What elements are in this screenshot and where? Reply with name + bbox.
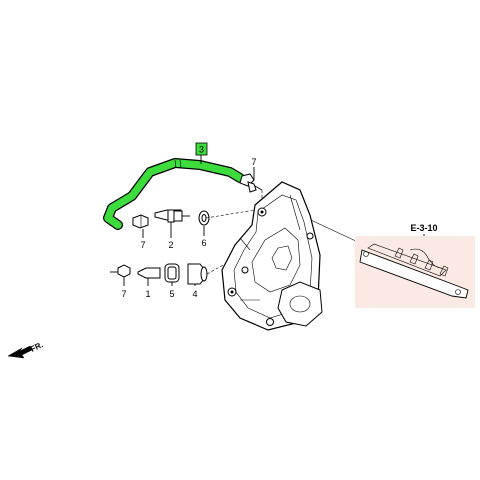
valve-part-1[interactable] [137, 267, 161, 286]
callout-1[interactable]: 1 [145, 289, 150, 299]
callout-7-top[interactable]: 7 [251, 157, 257, 180]
callout-5[interactable]: 5 [169, 289, 174, 299]
svg-text:7: 7 [140, 240, 145, 250]
fr-label: FR. [29, 340, 44, 354]
svg-text:6: 6 [201, 238, 206, 248]
callout-6[interactable]: 6 [201, 238, 206, 248]
svg-text:7: 7 [121, 289, 126, 299]
hose-part-3[interactable] [103, 158, 245, 230]
washer-part-6[interactable] [198, 210, 210, 236]
svg-text:2: 2 [168, 240, 173, 250]
callout-7-bottom[interactable]: 7 [121, 289, 126, 299]
callout-4[interactable]: 4 [192, 289, 197, 299]
svg-text:1: 1 [145, 289, 150, 299]
svg-text:E-3-10: E-3-10 [410, 223, 437, 233]
svg-text:5: 5 [169, 289, 174, 299]
clamp-upper-right[interactable] [239, 173, 263, 193]
svg-text:7: 7 [251, 157, 256, 167]
clamp-lower-left[interactable] [110, 264, 131, 286]
callout-7-middle[interactable]: 7 [140, 229, 146, 250]
sleeve-part-4[interactable] [187, 263, 208, 286]
svg-text:3: 3 [199, 145, 204, 155]
seal-part-5[interactable] [164, 263, 180, 286]
fuel-rail-assembly [355, 236, 475, 308]
callout-2[interactable]: 2 [168, 240, 173, 250]
clamp-left[interactable] [132, 214, 149, 229]
svg-text:4: 4 [192, 289, 197, 299]
engine-bracket [221, 181, 323, 331]
callout-3[interactable]: 3 [195, 142, 208, 164]
front-direction-arrow: FR. [7, 340, 45, 359]
fitting-part-2[interactable] [154, 209, 190, 238]
svg-text:FR.: FR. [29, 340, 44, 354]
